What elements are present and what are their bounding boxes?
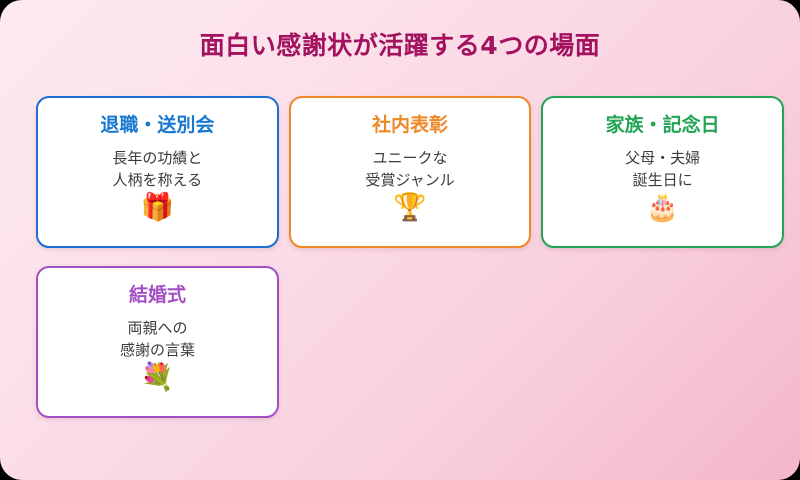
card-row-bottom: 結婚式 両親への 感謝の言葉 💐: [36, 266, 784, 418]
scene-card-body-line-1: 父母・夫婦: [625, 148, 701, 167]
scene-card-body-line-2: 誕生日に: [632, 170, 693, 189]
scene-card-body-line-1: 両親への: [127, 318, 188, 337]
scene-card-body: 長年の功績と 人柄を称える: [112, 148, 202, 192]
scene-card-title: 退職・送別会: [100, 114, 215, 136]
scene-card-title: 社内表彰: [372, 114, 449, 136]
scene-card-body-line-2: 人柄を称える: [112, 170, 203, 189]
scene-card-family-anniversary[interactable]: 家族・記念日 父母・夫婦 誕生日に 🎂: [541, 96, 785, 248]
scene-card-body-line-2: 受賞ジャンル: [365, 170, 455, 189]
scene-card-wedding[interactable]: 結婚式 両親への 感謝の言葉 💐: [36, 266, 279, 418]
page-title: 面白い感謝状が活躍する4つの場面: [199, 31, 601, 60]
scene-card-retirement[interactable]: 退職・送別会 長年の功績と 人柄を称える 🎁: [36, 96, 279, 248]
trophy-icon: 🏆: [393, 192, 427, 224]
scene-card-title: 家族・記念日: [605, 114, 720, 136]
scene-card-grid: 退職・送別会 長年の功績と 人柄を称える 🎁 社内表彰 ユニークな 受賞ジャンル…: [36, 96, 785, 436]
gift-icon: 🎁: [140, 192, 175, 224]
scene-card-body: ユニークな 受賞ジャンル: [365, 148, 454, 192]
scene-card-body-line-2: 感謝の言葉: [119, 340, 195, 359]
scene-card-title: 結婚式: [128, 284, 186, 306]
scene-card-body-line-1: ユニークな: [372, 148, 448, 167]
bouquet-icon: 💐: [140, 362, 175, 394]
scene-card-body: 両親への 感謝の言葉: [120, 318, 195, 362]
scene-card-body: 父母・夫婦 誕生日に: [625, 148, 700, 192]
card-row-top: 退職・送別会 長年の功績と 人柄を称える 🎁 社内表彰 ユニークな 受賞ジャンル…: [36, 96, 785, 248]
scene-card-body-line-1: 長年の功績と: [112, 148, 203, 167]
scene-card-internal-award[interactable]: 社内表彰 ユニークな 受賞ジャンル 🏆: [288, 96, 532, 248]
birthday-cake-icon: 🎂: [645, 192, 680, 224]
